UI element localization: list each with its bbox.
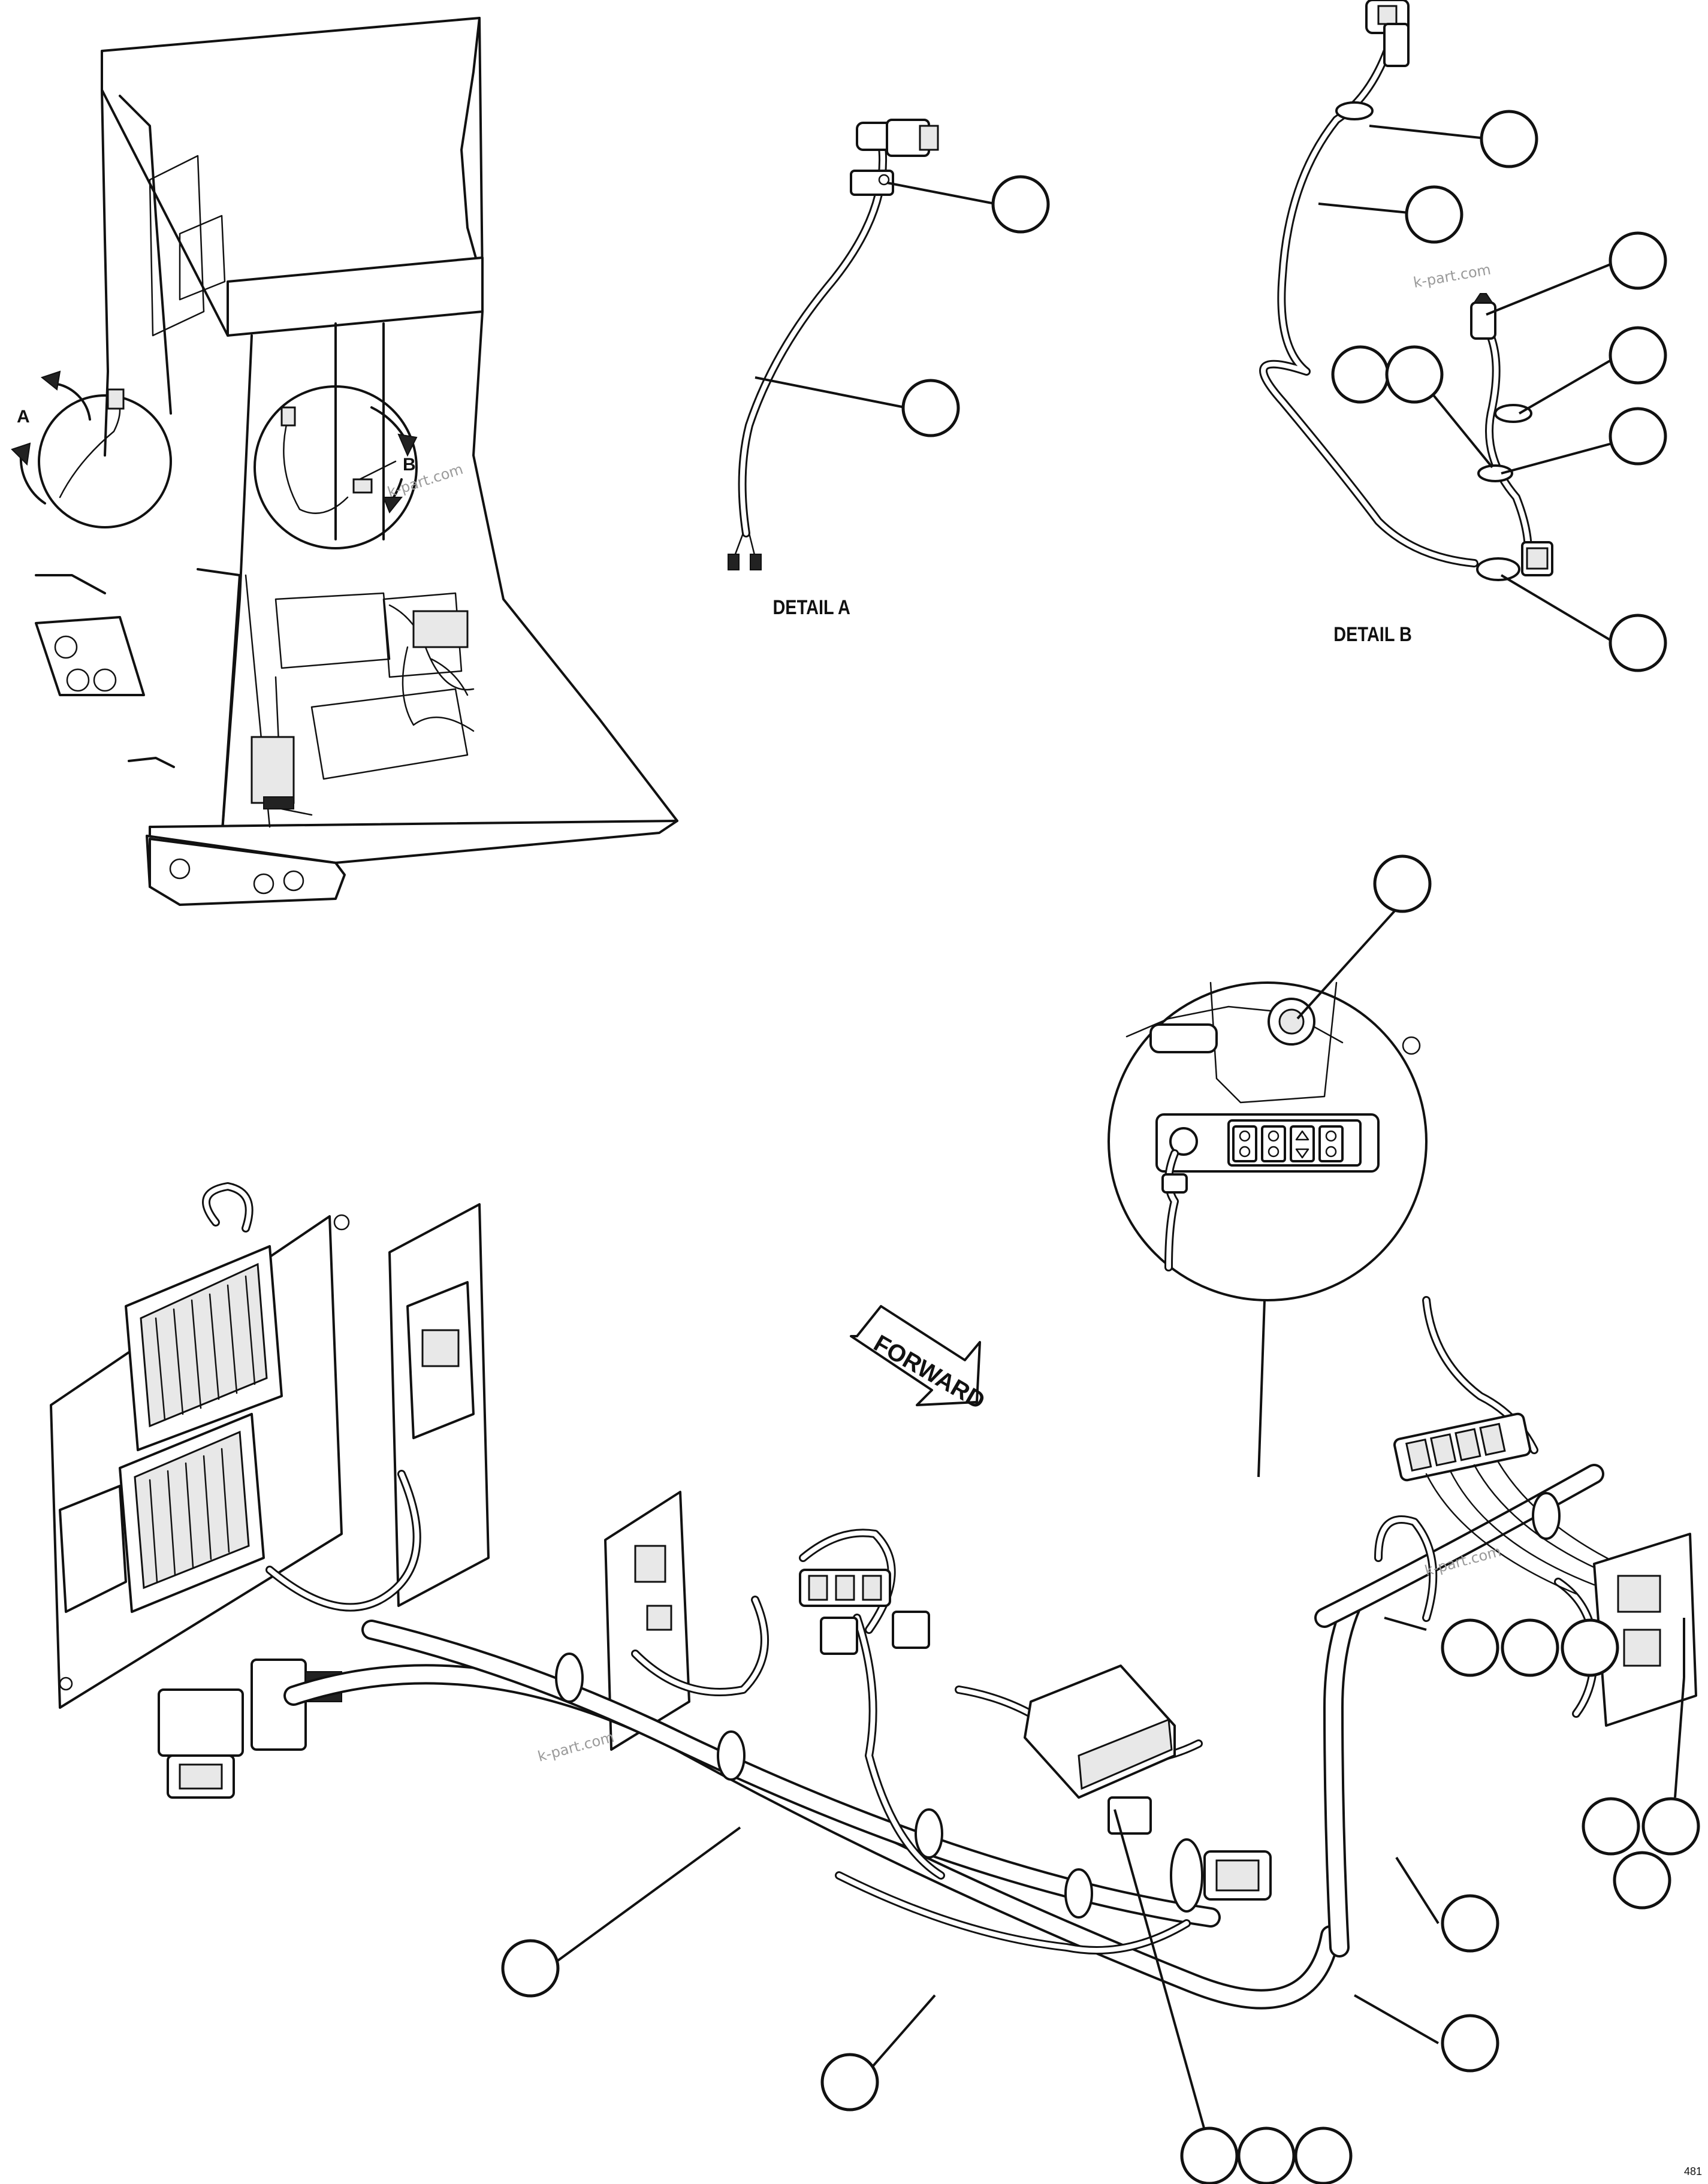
callout-bubble (1441, 1894, 1499, 1953)
callout-bubble (1561, 1618, 1619, 1677)
callout-bubble (1480, 110, 1538, 168)
cab-overview: A B k-part.com (11, 17, 678, 906)
callout-bubble (1180, 2126, 1239, 2184)
detail-b-caption: DETAIL B (1333, 623, 1412, 646)
detail-a-magnifier (38, 394, 172, 528)
callout-bubble (1294, 2126, 1353, 2184)
switch-panel-detail (1108, 895, 1428, 1478)
page-number: 481 (1684, 2165, 1702, 2177)
callout-bubble (1609, 407, 1667, 466)
callout-bubble (1582, 1797, 1640, 1856)
detail-a: DETAIL A (728, 119, 995, 619)
detail-a-caption: DETAIL A (772, 596, 850, 619)
callout-bubble (1609, 614, 1667, 672)
callout-bubble (991, 175, 1050, 234)
callouts (501, 110, 1700, 2184)
callout-bubble (1609, 231, 1667, 290)
watermark: k-part.com (536, 1729, 615, 1765)
callout-bubble (1405, 185, 1463, 244)
callout-bubble (820, 2053, 879, 2111)
callout-bubble (1373, 854, 1432, 913)
callout-bubble (1613, 1851, 1671, 1910)
callout-bubble (1441, 1618, 1499, 1677)
callout-bubble (901, 379, 960, 437)
callout-bubble (1237, 2126, 1296, 2184)
detail-b: DETAIL B k-part.com (1259, 0, 1613, 646)
main-harness-assembly: FORWARD k-part.com k-part.com (50, 1182, 1697, 2131)
callout-bubble (1441, 2014, 1499, 2073)
callout-bubble (1385, 345, 1444, 404)
forward-arrow (850, 1305, 981, 1406)
callout-bubble (1609, 326, 1667, 385)
detail-b-marker: B (403, 455, 416, 475)
callout-bubble (1641, 1797, 1700, 1856)
callout-bubble (501, 1939, 560, 1998)
callout-bubble (1501, 1618, 1559, 1677)
watermark: k-part.com (385, 461, 465, 501)
watermark: k-part.com (1412, 261, 1492, 291)
detail-b-magnifier (254, 385, 418, 549)
detail-a-marker: A (17, 407, 30, 427)
callout-bubble (1331, 345, 1390, 404)
